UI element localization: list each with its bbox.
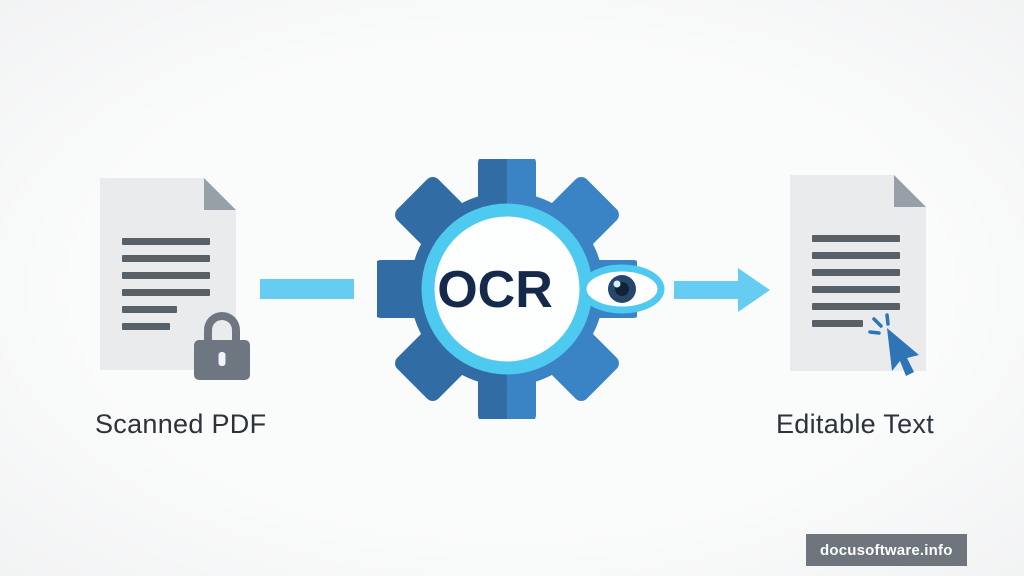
text-line (812, 252, 900, 259)
flow-arrow-right (674, 268, 770, 312)
page-fold-icon (204, 178, 236, 210)
cursor-icon (868, 313, 924, 379)
eye-icon (575, 261, 669, 317)
text-line (122, 255, 210, 262)
scanned-pdf-node (100, 178, 250, 380)
text-line (122, 289, 210, 296)
text-line (812, 286, 900, 293)
text-line (122, 272, 210, 279)
text-line (122, 238, 210, 245)
watermark: docusoftware.info (806, 534, 967, 566)
document-text-lines (812, 235, 900, 337)
page-fold-icon (894, 175, 926, 207)
text-line (812, 303, 900, 310)
document-text-lines (122, 238, 210, 340)
lock-icon (194, 312, 250, 380)
text-line (812, 320, 864, 327)
flow-arrow-left (260, 279, 354, 299)
scanned-pdf-label: Scanned PDF (95, 409, 267, 439)
ocr-label: OCR (437, 261, 553, 319)
text-line (812, 235, 900, 242)
editable-text-node (790, 175, 926, 376)
editable-text-label: Editable Text (776, 409, 935, 439)
text-line (122, 323, 171, 330)
text-line (122, 306, 177, 313)
gear-icon: OCR (377, 157, 637, 421)
text-line (812, 269, 900, 276)
